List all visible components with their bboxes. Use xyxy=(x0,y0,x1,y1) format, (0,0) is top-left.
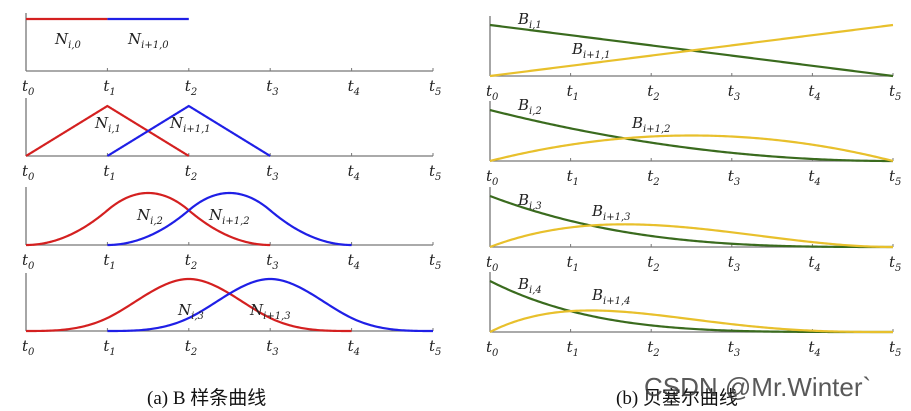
x-tick-label: t5 xyxy=(429,251,441,272)
x-tick-label: t2 xyxy=(647,338,659,359)
x-tick-label: t1 xyxy=(103,77,115,98)
x-tick-label: t0 xyxy=(22,337,35,358)
x-tick-label: t4 xyxy=(808,82,820,103)
x-tick-label: t2 xyxy=(647,253,659,274)
curve-label: Ni+1,0 xyxy=(127,30,169,51)
x-tick-label: t4 xyxy=(808,167,820,188)
bernstein-curve-i xyxy=(489,108,893,163)
x-tick-label: t3 xyxy=(728,82,740,103)
x-tick-label: t3 xyxy=(728,338,740,359)
curve-label: Ni,2 xyxy=(136,206,163,227)
bernstein-curve-i-plus-1 xyxy=(489,223,893,249)
basis-curve-i xyxy=(25,104,190,157)
curve-label: Ni+1,2 xyxy=(208,206,250,227)
panel-b-row-degree-1: t0 t1 t2 t3 t4 t5 Bi,1Bi+1,1 xyxy=(486,10,901,103)
curve-label: Bi+1,1 xyxy=(571,40,611,61)
x-tick-label: t1 xyxy=(103,162,115,183)
x-tick-label: t1 xyxy=(103,251,115,272)
x-tick-label: t3 xyxy=(728,167,740,188)
x-tick-label: t2 xyxy=(647,167,659,188)
panel-a-row-degree-3: t0 t1 t2 t3 t4 t5 Ni,3 Ni+1,3 xyxy=(22,273,441,358)
curve-label: Bi+1,4 xyxy=(591,286,631,307)
x-tick-label: t1 xyxy=(567,167,579,188)
x-tick-label: t4 xyxy=(808,253,820,274)
x-tick-label: t4 xyxy=(348,77,360,98)
bernstein-curve-i-plus-1 xyxy=(489,23,894,78)
x-tick-label: t0 xyxy=(486,82,499,103)
curve-label: Bi,2 xyxy=(517,96,542,117)
basis-curve-i-plus-1 xyxy=(106,104,271,157)
x-tick-label: t1 xyxy=(567,253,579,274)
x-tick-label: t3 xyxy=(266,162,278,183)
caption-panel-a: (a) B 样条曲线 xyxy=(147,388,267,409)
curve-label: Ni,0 xyxy=(54,30,82,51)
x-tick-label: t5 xyxy=(429,77,441,98)
x-tick-label: t5 xyxy=(429,337,441,358)
x-tick-label: t0 xyxy=(486,167,499,188)
x-tick-label: t1 xyxy=(567,82,579,103)
caption-panel-b: (b) 贝塞尔曲线 xyxy=(616,388,738,409)
panel-a-row-degree-1: t0 t1 t2 t3 t4 t5 Ni,1 Ni+1,1 xyxy=(22,98,441,183)
curve-label: Bi,3 xyxy=(517,191,542,212)
bernstein-curve-i xyxy=(489,280,893,334)
curve-label: Ni,1 xyxy=(94,114,121,135)
bernstein-curve-i xyxy=(489,194,893,249)
basis-curve-i-plus-1 xyxy=(107,191,352,247)
panel-a-row-degree-0: t0 t1 t2 t3 t4 t5 Ni,0 Ni+1,0 xyxy=(22,13,441,98)
x-tick-label: t0 xyxy=(22,77,35,98)
x-tick-label: t5 xyxy=(889,253,901,274)
x-tick-label: t0 xyxy=(486,338,499,359)
basis-curve-i-plus-1 xyxy=(107,277,433,333)
x-tick-label: t2 xyxy=(185,77,197,98)
x-tick-label: t2 xyxy=(185,337,197,358)
x-tick-label: t3 xyxy=(266,251,278,272)
x-tick-label: t4 xyxy=(348,162,360,183)
basis-curve-i xyxy=(26,277,352,333)
x-tick-label: t5 xyxy=(889,338,901,359)
curve-label: Ni+1,1 xyxy=(169,114,211,135)
curve-label: Ni+1,3 xyxy=(249,301,291,322)
x-tick-label: t1 xyxy=(567,338,579,359)
bernstein-curve-i-plus-1 xyxy=(489,134,894,163)
x-tick-label: t4 xyxy=(808,338,820,359)
bernstein-curve-i-plus-1 xyxy=(489,309,893,334)
x-tick-label: t0 xyxy=(22,251,35,272)
curve-label: Bi,1 xyxy=(517,10,542,31)
basis-curve-i xyxy=(25,191,271,247)
panel-a-row-degree-2: t0 t1 t2 t3 t4 t5 Ni,2 Ni+1,2 xyxy=(22,187,441,272)
x-tick-label: t0 xyxy=(486,253,499,274)
panel-b-row-degree-2: t0 t1 t2 t3 t4 t5 Bi,2Bi+1,2 xyxy=(486,96,901,188)
curve-label: Bi+1,3 xyxy=(591,202,631,223)
x-tick-label: t2 xyxy=(647,82,659,103)
x-tick-label: t5 xyxy=(889,167,901,188)
curve-label: Ni,3 xyxy=(177,301,204,322)
x-tick-label: t3 xyxy=(728,253,740,274)
x-tick-label: t4 xyxy=(348,337,360,358)
x-tick-label: t0 xyxy=(22,162,35,183)
x-tick-label: t2 xyxy=(185,251,197,272)
x-tick-label: t2 xyxy=(185,162,197,183)
x-tick-label: t5 xyxy=(429,162,441,183)
x-tick-label: t5 xyxy=(889,82,901,103)
curve-label: Bi,4 xyxy=(517,275,542,296)
x-tick-label: t4 xyxy=(348,251,360,272)
curve-label: Bi+1,2 xyxy=(631,114,671,135)
watermark: CSDN @Mr.Winter` xyxy=(644,372,872,402)
x-tick-label: t1 xyxy=(103,337,115,358)
x-tick-label: t3 xyxy=(266,77,278,98)
x-tick-label: t3 xyxy=(266,337,278,358)
